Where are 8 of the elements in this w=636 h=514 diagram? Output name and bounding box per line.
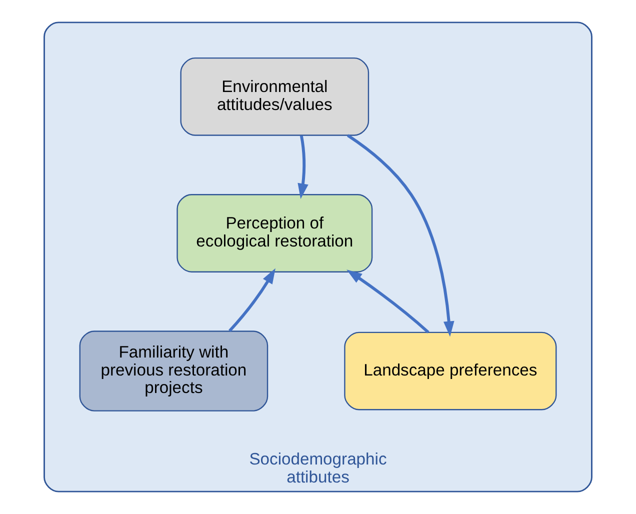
arrow (228, 268, 276, 332)
node-box: Familiarity with previous restoration projects (79, 330, 268, 412)
node-box: Perception of ecological restoration (176, 194, 373, 272)
arrow (298, 135, 308, 200)
arrow (346, 134, 454, 337)
node-box: Landscape preferences (344, 332, 557, 410)
node-box: Environmental attitudes/values (180, 57, 370, 136)
arrow (346, 270, 430, 334)
